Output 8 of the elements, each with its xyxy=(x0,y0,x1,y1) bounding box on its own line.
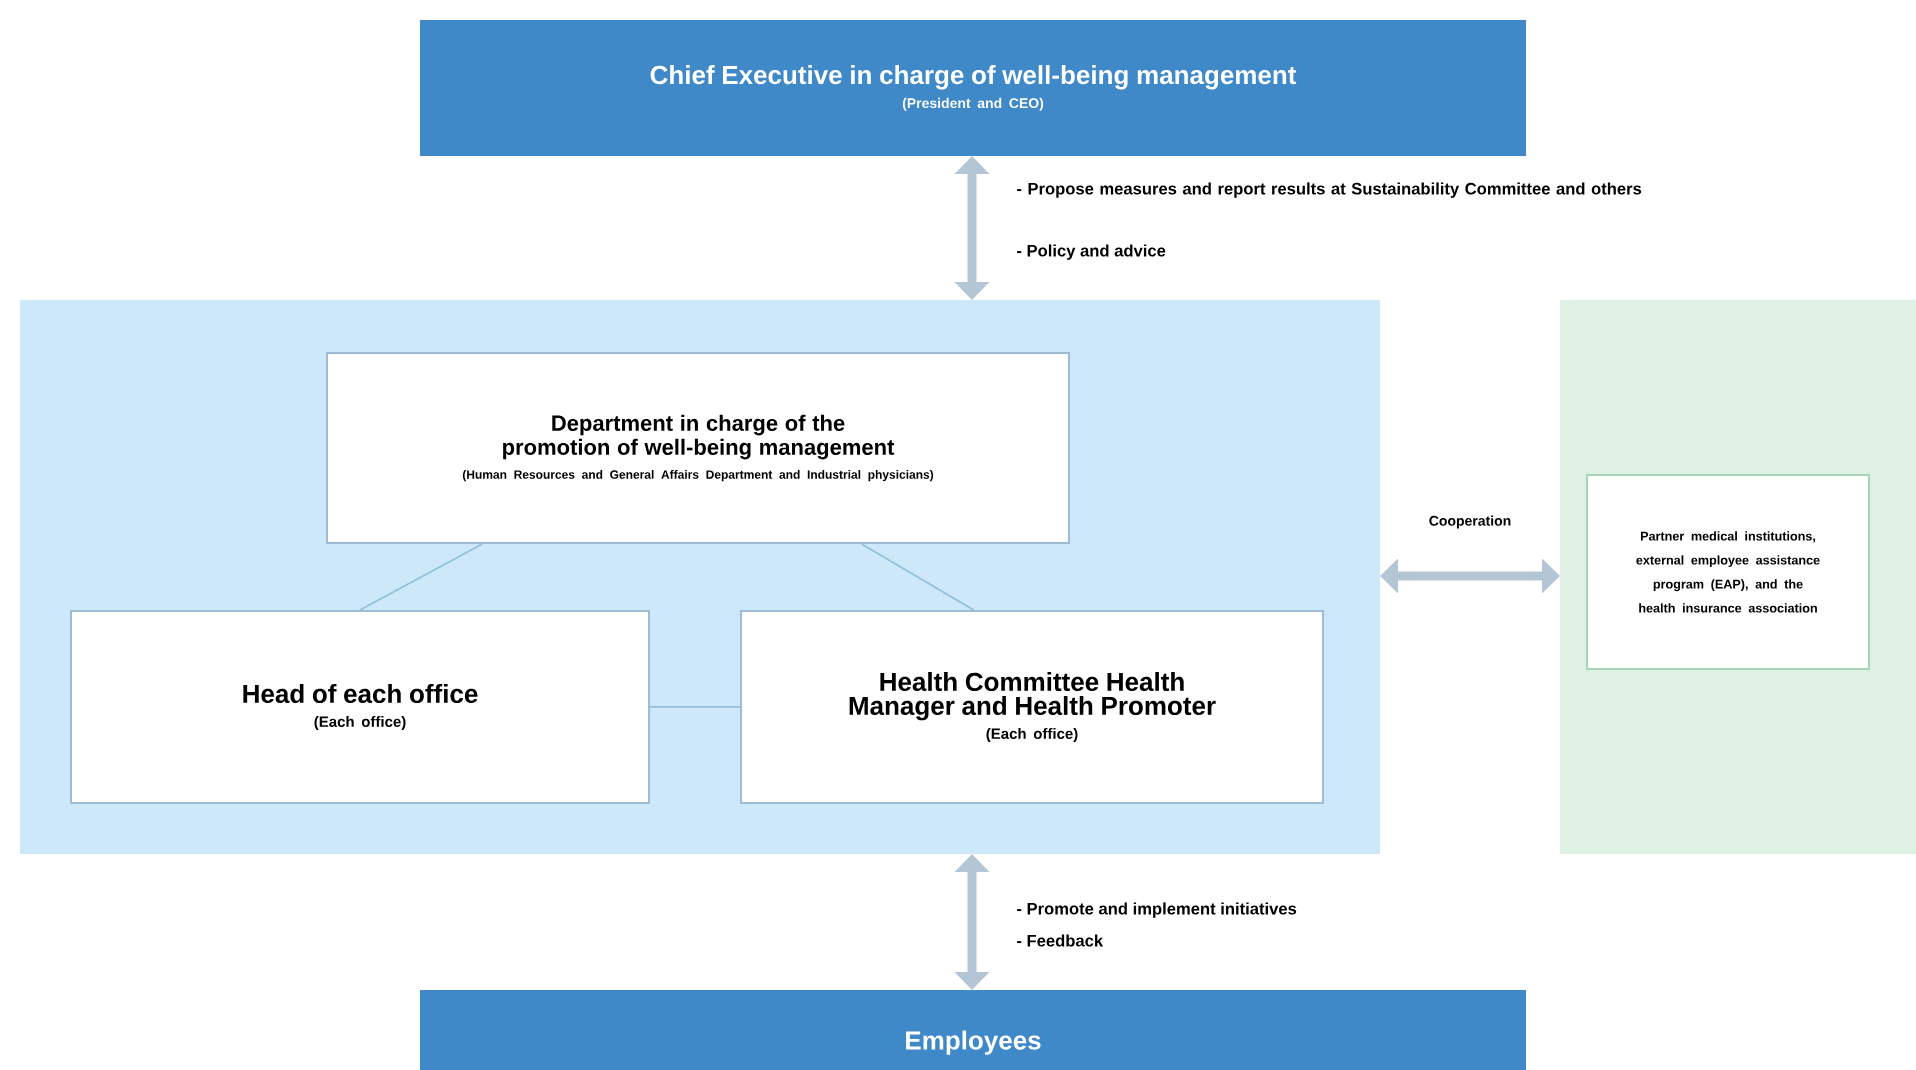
connector-line xyxy=(359,543,484,611)
note-text: - Feedback xyxy=(1017,934,1104,947)
employees-box: Employees xyxy=(420,989,1526,1070)
connector-line xyxy=(860,543,975,611)
note-text: - Promote and implement initiatives xyxy=(1017,902,1297,918)
note-text: - Propose measures and report results at Sustainability Committee and others xyxy=(1017,182,1642,198)
note-text: - Policy and advice xyxy=(1017,244,1166,260)
connector-line xyxy=(649,706,741,708)
